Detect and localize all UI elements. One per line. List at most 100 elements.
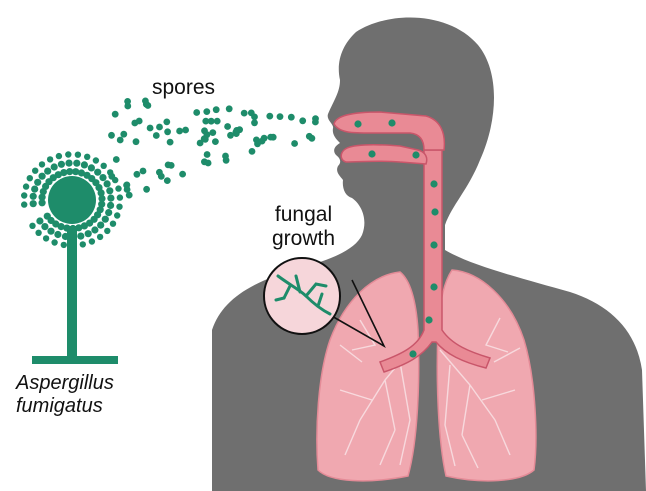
phialide-spore (65, 151, 71, 157)
phialide-spore (97, 222, 104, 229)
phialide-spore (44, 213, 51, 220)
species-label: Aspergillus fumigatus (16, 372, 114, 418)
airborne-spore (133, 138, 140, 145)
airborne-spore (306, 133, 313, 140)
airborne-spore (212, 138, 219, 145)
airborne-spore (136, 118, 143, 125)
airborne-spore (208, 118, 215, 125)
airborne-spore (204, 151, 211, 158)
phialide-spore (58, 161, 65, 168)
phialide-spore (70, 233, 77, 240)
phialide-spore (116, 204, 122, 210)
phialide-spore (54, 231, 61, 238)
airborne-spore (156, 124, 163, 131)
phialide-spore (43, 235, 49, 241)
phialide-spore (47, 156, 53, 162)
phialide-spore (99, 174, 106, 181)
phialide-spore (27, 175, 33, 181)
phialide-spore (73, 160, 80, 167)
phialide-spore (35, 230, 41, 236)
phialide-spore (70, 242, 76, 248)
airborne-spore (288, 114, 295, 121)
phialide-spore (51, 163, 58, 170)
phialide-spore (102, 216, 109, 223)
airborne-spore (213, 106, 220, 113)
airborne-spore (201, 127, 208, 134)
phialide-spore (32, 168, 38, 174)
phialide-spore (81, 161, 88, 168)
airborne-spore (312, 119, 319, 126)
phialide-spore (105, 209, 112, 216)
phialide-spore (114, 212, 120, 218)
fungal-growth-label-line2: growth (272, 227, 335, 251)
phialide-spore (77, 233, 84, 240)
species-label-genus: Aspergillus (16, 372, 114, 395)
phialide-spore (39, 161, 45, 167)
phialide-spore (30, 193, 37, 200)
phialide-spore (97, 234, 103, 240)
fungal-growth-label: fungal growth (272, 203, 335, 251)
airborne-spore (126, 192, 133, 199)
phialide-spore (93, 157, 99, 163)
airborne-spore (147, 125, 154, 132)
airborne-spore (233, 130, 240, 137)
airborne-spore (108, 173, 115, 180)
airborne-spore (164, 177, 171, 184)
phialide-spore (94, 169, 101, 176)
airborne-spore (179, 171, 186, 178)
airborne-spore (203, 108, 210, 115)
phialide-spore (21, 201, 27, 207)
airborne-spore (277, 113, 284, 120)
phialide-spore (31, 186, 38, 193)
airborne-spore (291, 140, 298, 147)
airborne-spore (143, 186, 150, 193)
airborne-spore (124, 103, 131, 110)
phialide-spore (84, 154, 90, 160)
phialide-spore (36, 217, 43, 224)
phialide-spore (62, 233, 69, 240)
phialide-spore (107, 195, 114, 202)
airborne-spore (251, 114, 258, 121)
magnifier-circle (264, 258, 340, 334)
airborne-spore (266, 113, 273, 120)
phialide-spore (51, 239, 57, 245)
phialide-spore (30, 200, 37, 207)
phialide-spore (44, 168, 51, 175)
airborne-spore (209, 129, 216, 136)
phialide-spore (110, 221, 116, 227)
airborne-spore (249, 148, 256, 155)
fungus-vesicle (48, 176, 96, 224)
airborne-spore (176, 128, 183, 135)
phialide-spore (41, 223, 48, 230)
airborne-spore (123, 182, 130, 189)
phialide-spore (61, 242, 67, 248)
phialide-spore (80, 241, 86, 247)
phialide-spore (89, 238, 95, 244)
airborne-spore (113, 156, 120, 163)
phialide-spore (107, 202, 114, 209)
airborne-spore (117, 137, 124, 144)
aspergillus-fungus-icon (21, 151, 123, 364)
species-label-species: fumigatus (16, 395, 114, 418)
airborne-spore (223, 157, 230, 164)
phialide-spore (117, 194, 123, 200)
airborne-spores (108, 98, 319, 199)
fungal-growth-label-line1: fungal (272, 203, 335, 227)
phialide-spore (39, 173, 46, 180)
airborne-spore (142, 98, 149, 105)
airborne-spore (205, 160, 212, 167)
airborne-spore (163, 119, 170, 126)
airborne-spore (153, 132, 160, 139)
phialide-spore (56, 153, 62, 159)
phialide-spore (23, 183, 29, 189)
phialide-spore (29, 223, 35, 229)
phialide-spore (91, 226, 98, 233)
airborne-spore (164, 128, 171, 135)
phialide-spore (75, 152, 81, 158)
airborne-spore (251, 119, 258, 126)
airborne-spore (214, 118, 221, 125)
phialide-spore (104, 228, 110, 234)
airborne-spore (120, 131, 127, 138)
airborne-spore (165, 162, 172, 169)
phialide-spore (88, 164, 95, 171)
